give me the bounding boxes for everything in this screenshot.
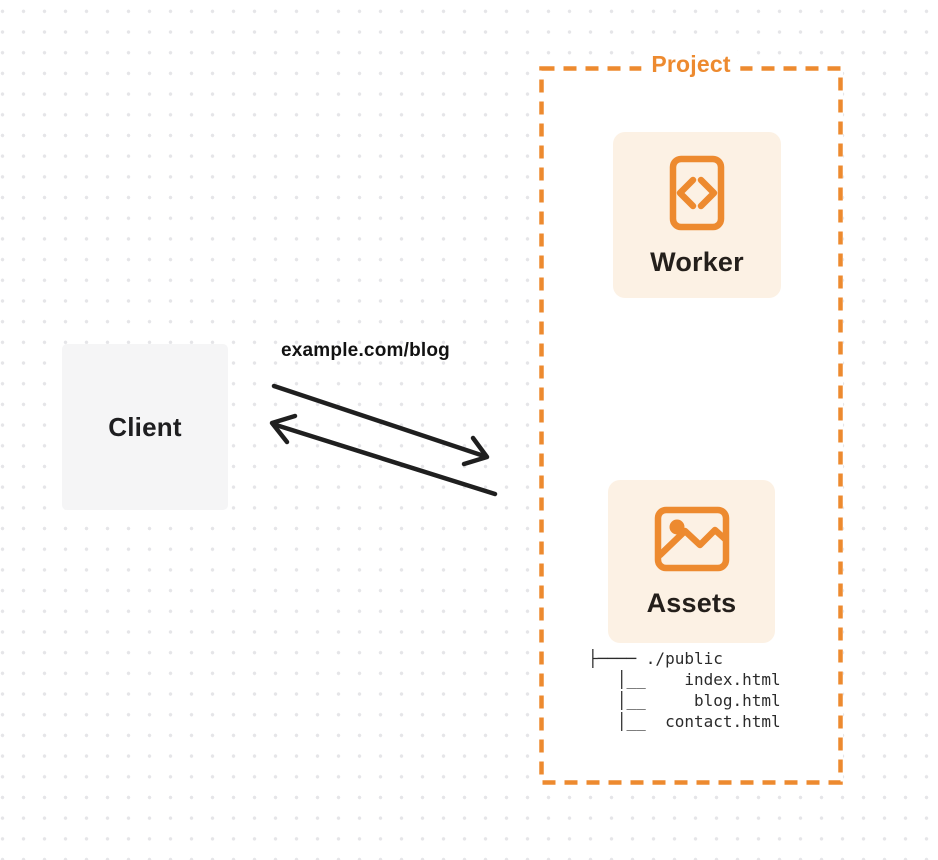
worker-card: Worker xyxy=(613,132,781,298)
code-file-icon xyxy=(669,155,725,230)
response-arrow-left xyxy=(269,413,498,497)
request-arrow-right xyxy=(271,383,490,467)
image-icon xyxy=(654,506,729,572)
project-title: Project xyxy=(641,51,741,78)
worker-label: Worker xyxy=(650,246,744,277)
client-box: Client xyxy=(62,344,228,510)
assets-label: Assets xyxy=(646,588,737,618)
request-url-label: example.com/blog xyxy=(281,340,450,361)
project-container: Project Worker Assets ├──── ./public │__… xyxy=(539,51,843,785)
assets-file-tree: ├──── ./public │__ index.html │__ blog.h… xyxy=(588,649,781,731)
client-label: Client xyxy=(108,411,182,442)
assets-card: Assets xyxy=(608,480,775,643)
